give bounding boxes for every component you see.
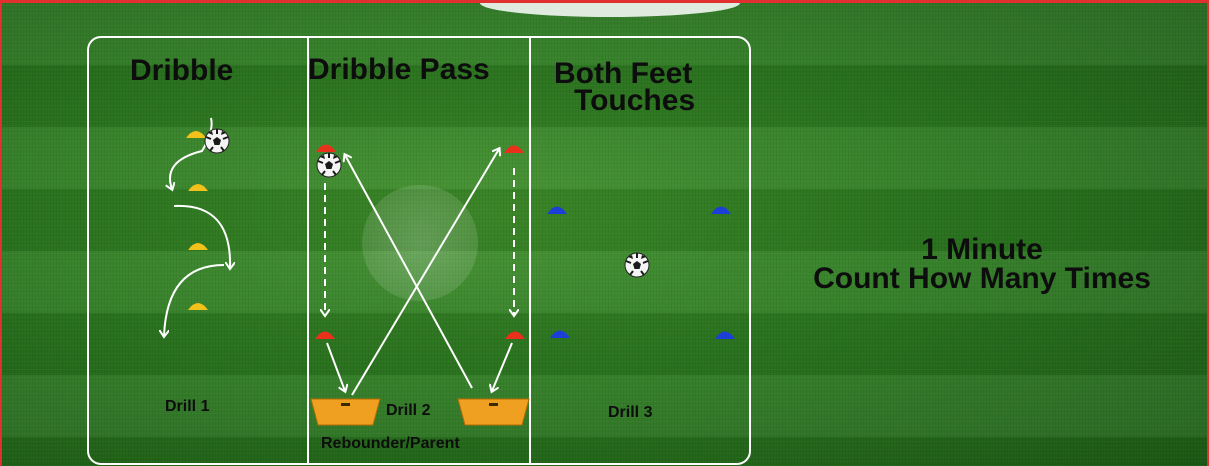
drill2-label: Drill 2 bbox=[386, 402, 431, 419]
side-text-line1: 1 Minute bbox=[921, 233, 1043, 266]
drill1-label: Drill 1 bbox=[165, 398, 210, 415]
side-text-line2: Count How Many Times bbox=[813, 262, 1151, 295]
cone-icon bbox=[186, 131, 206, 138]
arrow-icon bbox=[164, 264, 225, 336]
soccer-ball-icon bbox=[204, 128, 230, 154]
soccer-ball-icon bbox=[316, 152, 342, 178]
cone-icon bbox=[188, 184, 208, 191]
cone-icon bbox=[505, 331, 525, 339]
center-circle-arc bbox=[480, 3, 740, 17]
cone-icon bbox=[188, 303, 208, 310]
cone-icon bbox=[188, 243, 208, 250]
faint-circle-watermark bbox=[362, 185, 478, 301]
rebounder-label: Rebounder/Parent bbox=[321, 435, 460, 452]
arrow-icon bbox=[351, 149, 499, 396]
arrow-icon bbox=[326, 342, 345, 391]
arrow-icon bbox=[492, 342, 513, 391]
drill-divider-2 bbox=[529, 38, 531, 465]
cone-icon bbox=[547, 206, 567, 214]
soccer-ball-icon bbox=[624, 252, 650, 278]
cone-icon bbox=[711, 206, 731, 214]
arrow-icon bbox=[345, 155, 473, 389]
rebounder-icon bbox=[457, 398, 530, 426]
drill-divider-1 bbox=[307, 38, 309, 465]
arrow-icon bbox=[170, 117, 213, 189]
drill3-title-line2: Touches bbox=[574, 84, 696, 117]
drill2-title: Dribble Pass bbox=[308, 53, 490, 86]
cone-icon bbox=[316, 144, 336, 152]
arrow-icon bbox=[173, 204, 230, 268]
drill3-title-line1: Both Feet bbox=[554, 57, 693, 90]
drill-diagram bbox=[2, 117, 735, 426]
drill1-title: Dribble bbox=[130, 54, 234, 87]
cone-icon bbox=[504, 145, 524, 153]
rebounder-icon bbox=[310, 398, 381, 426]
cone-icon bbox=[315, 331, 335, 339]
drill3-label: Drill 3 bbox=[608, 404, 653, 421]
cone-icon bbox=[715, 331, 735, 339]
cone-icon bbox=[550, 330, 570, 338]
drill-area-outline bbox=[87, 36, 751, 465]
